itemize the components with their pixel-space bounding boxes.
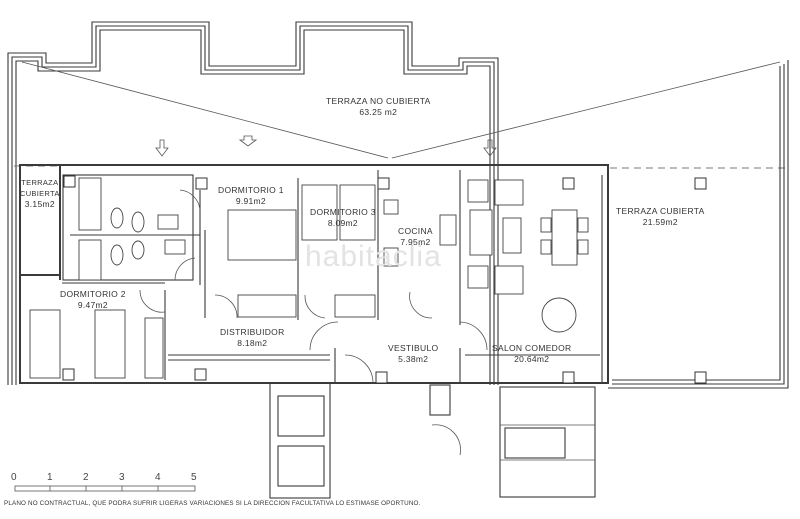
room-name: DORMITORIO 1 [218,185,284,195]
scale-tick-4: 4 [155,472,161,483]
room-label-terraza-cubierta-large: TERRAZA CUBIERTA 21.59m2 [616,206,705,228]
watermark: habitaclia [305,240,442,273]
room-label-dormitorio-1: DORMITORIO 1 9.91m2 [218,185,284,207]
room-label-salon-comedor: SALON COMEDOR 20.64m2 [492,343,571,365]
room-name: TERRAZA CUBIERTA [616,206,705,216]
room-label-terraza-no-cubierta: TERRAZA NO CUBIERTA 63.25 m2 [326,96,431,118]
room-label-dormitorio-3: DORMITORIO 3 8.09m2 [310,207,376,229]
terrace-slope-lines [21,61,781,159]
scale-tick-5: 5 [191,472,197,483]
room-name: SALON COMEDOR [492,343,572,353]
room-area: 9.91m2 [235,196,266,206]
room-label-distribuidor: DISTRIBUIDOR 8.18m2 [220,327,285,349]
disclaimer-note: PLANO NO CONTRACTUAL, QUE PODRA SUFRIR L… [4,500,421,507]
stair-block [269,382,596,499]
room-name: DISTRIBUIDOR [220,327,285,337]
room-area: 7.95m2 [400,237,431,247]
slope-arrows [155,135,497,157]
room-name: DORMITORIO 3 [310,207,376,217]
scale-tick-3: 3 [119,472,125,483]
room-area: 20.64m2 [514,354,550,364]
room-area: 8.18m2 [237,338,268,348]
scale-tick-2: 2 [83,472,89,483]
door-swings [139,189,488,384]
room-name: VESTIBULO [388,343,439,353]
room-area: 5.38m2 [398,354,429,364]
room-name: TERRAZA NO CUBIERTA [326,96,431,106]
scale-tick-0: 0 [11,472,17,483]
room-area: 8.09m2 [327,218,358,228]
room-area: 21.59m2 [642,217,678,227]
room-area: 63.25 m2 [359,107,398,117]
furniture [29,177,589,379]
room-label-cocina: COCINA 7.95m2 [398,226,433,248]
room-label-dormitorio-2: DORMITORIO 2 9.47m2 [60,289,126,311]
pillars [62,175,707,384]
room-label-vestibulo: VESTIBULO 5.38m2 [388,343,438,365]
scale-tick-1: 1 [47,472,53,483]
room-name: COCINA [398,226,433,236]
scale-bar [14,485,196,492]
room-name: DORMITORIO 2 [60,289,126,299]
room-area: 3.15m2 [24,199,55,209]
room-area: 9.47m2 [77,300,108,310]
